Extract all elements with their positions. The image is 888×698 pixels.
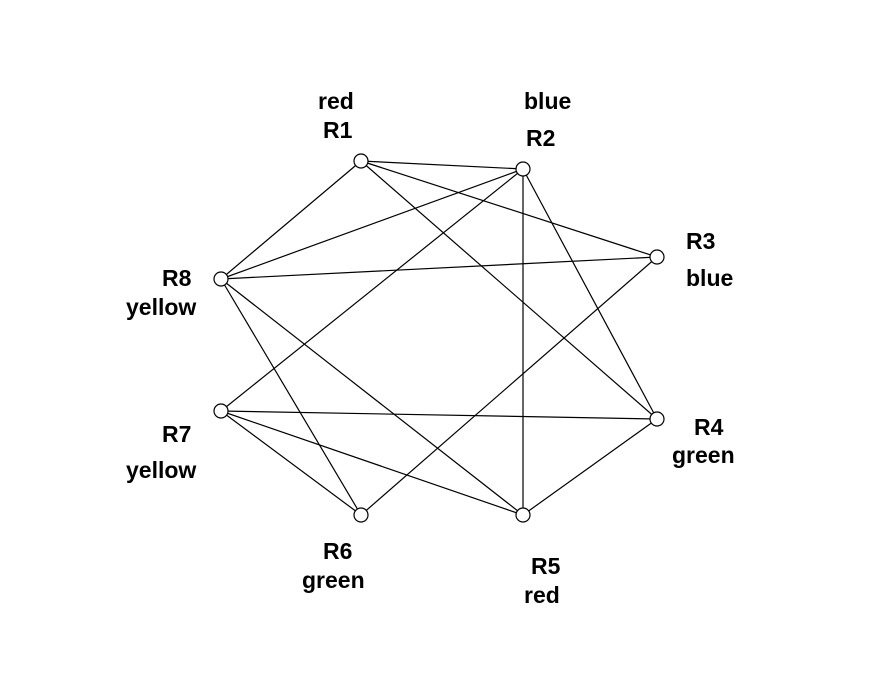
edge-r1-r2 bbox=[360, 160, 524, 170]
nodes-layer bbox=[213, 153, 665, 523]
edge-r7-r5 bbox=[220, 410, 524, 516]
node-r6-name-label: R6 bbox=[323, 538, 353, 564]
node-r3-name-label: R3 bbox=[686, 228, 716, 254]
edge-r1-r4 bbox=[360, 160, 658, 420]
edge-r8-r6 bbox=[220, 278, 362, 516]
edge-r7-r6 bbox=[220, 410, 362, 516]
node-r1 bbox=[353, 153, 369, 169]
node-r8-color-label: yellow bbox=[126, 294, 197, 320]
node-r5-name-label: R5 bbox=[531, 553, 561, 579]
node-r7-color-label: yellow bbox=[126, 457, 197, 483]
edge-r3-r6 bbox=[360, 256, 658, 516]
node-r8 bbox=[213, 271, 229, 287]
node-r4-name-label: R4 bbox=[694, 414, 724, 440]
node-r2-name-label: R2 bbox=[526, 125, 556, 151]
node-r4-color-label: green bbox=[672, 442, 735, 468]
edge-r8-r5 bbox=[220, 278, 524, 516]
node-r6-color-label: green bbox=[302, 567, 365, 593]
node-r5 bbox=[515, 507, 531, 523]
edges-layer bbox=[220, 160, 658, 516]
node-r2-color-label: blue bbox=[524, 88, 572, 114]
node-r2 bbox=[515, 161, 531, 177]
edge-r2-r8 bbox=[220, 168, 524, 280]
node-r8-name-label: R8 bbox=[162, 265, 192, 291]
edge-r7-r4 bbox=[220, 410, 658, 420]
node-r7-name-label: R7 bbox=[162, 421, 192, 447]
node-r1-color-label: red bbox=[318, 88, 354, 114]
edge-r8-r3 bbox=[220, 256, 658, 280]
edge-r1-r3 bbox=[360, 160, 658, 258]
node-r5-color-label: red bbox=[524, 582, 560, 608]
node-r3-color-label: blue bbox=[686, 265, 734, 291]
node-r3 bbox=[649, 249, 665, 265]
node-r4 bbox=[649, 411, 665, 427]
node-r7 bbox=[213, 403, 229, 419]
edge-r1-r8 bbox=[220, 160, 362, 280]
edge-r2-r4 bbox=[522, 168, 658, 420]
edge-r2-r7 bbox=[220, 168, 524, 412]
node-r6 bbox=[353, 507, 369, 523]
edge-r4-r5 bbox=[522, 418, 658, 516]
node-r1-name-label: R1 bbox=[323, 117, 353, 143]
